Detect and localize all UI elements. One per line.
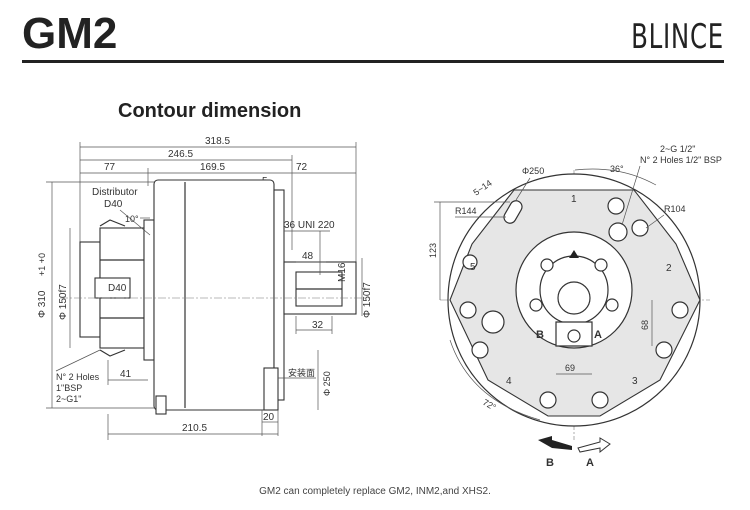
lobe-1: 1	[571, 194, 577, 205]
dim-68: 68	[640, 320, 650, 330]
dim-r144: R144	[455, 206, 477, 216]
lobe-2: 2	[666, 263, 672, 274]
dim-41: 41	[120, 369, 132, 380]
dim-32: 32	[312, 320, 324, 331]
brand-logo: BLINCE	[631, 17, 724, 57]
section-title: Contour dimension	[118, 100, 302, 122]
dim-48: 48	[302, 251, 314, 262]
port-a-label: A	[594, 329, 602, 341]
dim-69: 69	[565, 363, 575, 373]
label-distributor: Distributor	[92, 187, 138, 198]
dim-5-14: 5~14	[471, 178, 493, 198]
label-mount-face: 安装面	[288, 367, 315, 378]
angle-36: 36°	[610, 164, 624, 174]
dim-246: 246.5	[168, 149, 193, 160]
dim-phi150-right: Φ 150f7	[362, 282, 373, 318]
label-holes-3: 2~G1"	[56, 394, 81, 404]
label-holes-2: 1"BSP	[56, 383, 82, 393]
model-title: GM2	[22, 9, 118, 58]
header-rule	[22, 60, 724, 63]
dim-r104: R104	[664, 204, 686, 214]
dim-77: 77	[104, 162, 116, 173]
dim-318: 318.5	[205, 136, 230, 147]
dim-123: 123	[428, 243, 438, 258]
dim-phi310-tol: +1 +0	[37, 253, 47, 276]
dim-169: 169.5	[200, 162, 225, 173]
dim-210: 210.5	[182, 423, 207, 434]
dim-20: 20	[263, 412, 275, 423]
side-view: 318.5 246.5 77 169.5 72 5 D40 Distributo…	[37, 136, 373, 440]
label-d40: D40	[104, 199, 123, 210]
lobe-4: 4	[506, 376, 512, 387]
dim-phi150-left: Φ 150f7	[58, 284, 69, 320]
footer-note: GM2 can completely replace GM2, INM2,and…	[259, 486, 491, 497]
dim-10deg: 10°	[125, 214, 139, 224]
front-view: 1 2 3 4 5 B A 2~G 1/2" N° 2 Holes 1/2" B…	[428, 144, 722, 469]
label-g-holes-2: N° 2 Holes 1/2" BSP	[640, 155, 722, 165]
dim-m16: M16	[337, 262, 348, 282]
port-b-label: B	[536, 329, 544, 341]
rotation-b-label: B	[546, 457, 554, 469]
dim-72: 72	[296, 162, 308, 173]
angle-72: 72°	[481, 397, 498, 413]
lobe-3: 3	[632, 376, 638, 387]
label-spline: 36 UNI 220	[284, 220, 335, 231]
rotation-a-label: A	[586, 457, 594, 469]
lobe-5: 5	[470, 262, 476, 273]
dim-phi250-side: Φ 250	[322, 371, 332, 396]
dim-d40-body: D40	[108, 283, 127, 294]
label-holes-1: N° 2 Holes	[56, 372, 100, 382]
label-g-holes-1: 2~G 1/2"	[660, 144, 695, 154]
dim-phi310: Φ 310	[37, 290, 48, 318]
dim-phi250: Φ250	[522, 166, 544, 176]
